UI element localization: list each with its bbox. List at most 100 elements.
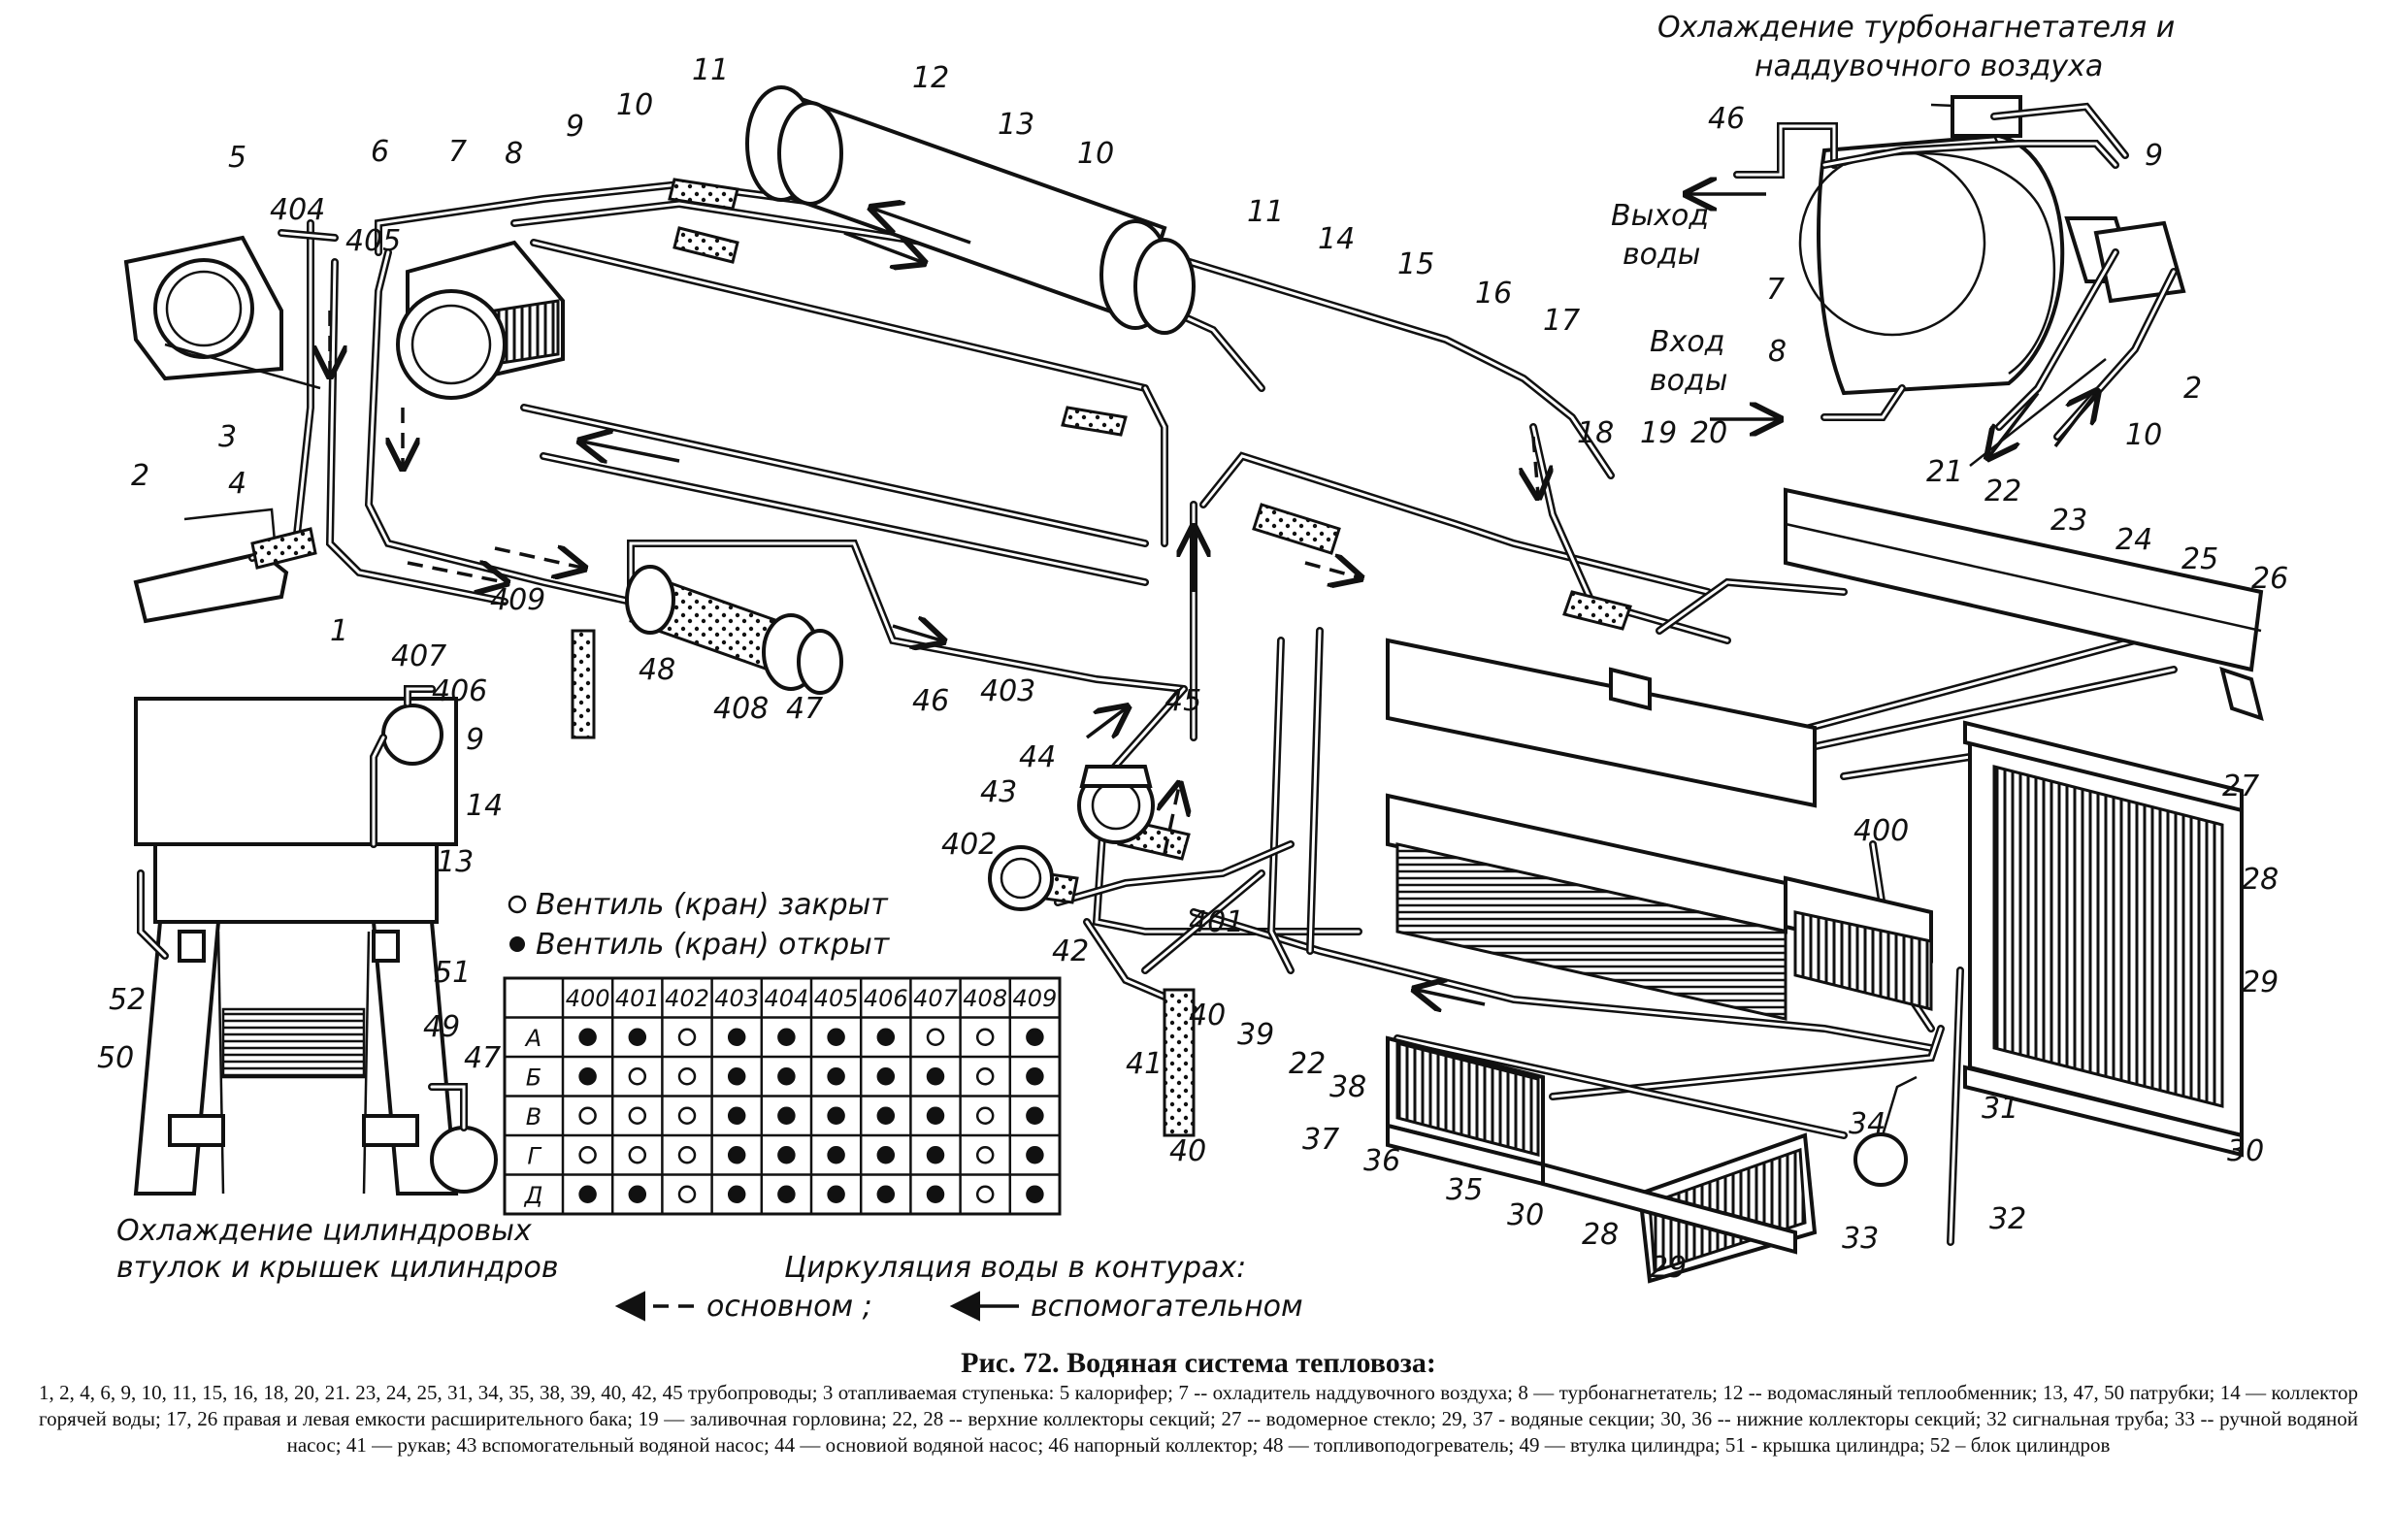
callout-22a: 22 [1984, 475, 2021, 508]
valve-open-icon [1026, 1146, 1044, 1164]
valve-open-icon [876, 1067, 896, 1086]
valve-col-header: 409 [1012, 985, 1057, 1012]
valve-open-icon [628, 1185, 647, 1203]
valve-closed-icon [578, 1146, 597, 1164]
gauge-glass-27 [2219, 666, 2264, 722]
fuel-heater-48 [625, 565, 843, 695]
valve-open-icon [876, 1185, 896, 1203]
caption-body: 1, 2, 4, 6, 9, 10, 11, 15, 16, 18, 20, 2… [39, 1381, 2358, 1457]
valve-open-icon [777, 1185, 796, 1203]
callout-401: 42 [1052, 934, 1089, 968]
valve-open-icon [628, 1028, 647, 1046]
valve-open-icon [727, 1106, 746, 1125]
valve-open-icon [876, 1146, 896, 1164]
valve-open-icon [578, 1185, 597, 1203]
callout-38: 38 [1329, 1070, 1366, 1104]
valve-closed-icon [677, 1028, 697, 1046]
valve-open-icon [926, 1106, 945, 1125]
hose-41 [1163, 988, 1196, 1137]
valve-open-icon [926, 1146, 945, 1164]
valve-col-header: 401 [615, 985, 660, 1012]
callout-36: 36 [1363, 1144, 1400, 1178]
callout-labels: 5 6 404 405 7 8 9 10 11 12 13 10 11 14 1… [97, 53, 2288, 1285]
valve-closed-icon [975, 1106, 995, 1125]
callout-11b: 11 [1247, 195, 1284, 229]
open-valve-icon [509, 936, 525, 952]
callout-7: 7 [448, 135, 467, 169]
valve-open-icon [1026, 1185, 1044, 1203]
engine-units [250, 85, 1918, 1187]
callout-27: 27 [2222, 770, 2259, 803]
cylinder-head-51 [153, 842, 439, 924]
valve-col-header: 403 [714, 985, 759, 1012]
heater-and-step [123, 235, 289, 624]
valve-col-header: 405 [814, 985, 859, 1012]
valve-row-label: Д [524, 1182, 543, 1209]
callout-9-inset: 406 [432, 674, 487, 708]
flow-arrows [330, 311, 1538, 1004]
callout-33: 33 [1842, 1222, 1879, 1256]
callout-8: 8 [505, 137, 523, 171]
callout-10a: 10 [616, 88, 653, 122]
upper-collector-28 [1963, 720, 2244, 813]
callout-9-turbo: 46 [1708, 102, 1745, 136]
callout-15: 15 [1397, 247, 1434, 281]
water-section-29 [1992, 765, 2224, 1108]
callout-5: 5 [228, 141, 246, 175]
valve-open-icon [777, 1028, 796, 1046]
valve-closed-icon [975, 1067, 995, 1086]
valve-closed-icon [677, 1106, 697, 1125]
cylinder-cooling-inset: Охлаждение цилиндровых втулок и крышек ц… [116, 685, 559, 1285]
heading-water-in-1: Вход [1650, 325, 1724, 359]
callout-9: 9 [566, 110, 584, 144]
cylinder-liner-49 [221, 1007, 366, 1079]
lower-collector-30 [1963, 1065, 2244, 1158]
callout-11-turbo: 10 [2125, 418, 2162, 452]
valve-col-header: 406 [864, 985, 908, 1012]
callout-37: 37 [1302, 1123, 1339, 1157]
callout-39: 39 [1237, 1018, 1274, 1052]
turbo-cooling-inset: Охлаждение турбонагнетателя и наддувочно… [1611, 11, 2186, 467]
valve-open-icon [827, 1067, 845, 1086]
callout-40a: 40 [1189, 999, 1226, 1032]
callout-10b: 10 [1077, 137, 1114, 171]
heading-water-out-1: Выход [1611, 199, 1709, 233]
valve-row-label: В [526, 1103, 541, 1130]
callout-409: 48 [639, 653, 675, 687]
filler-neck-19 [1609, 667, 1652, 711]
heat-exchanger-12 [745, 85, 1196, 335]
valve-open-icon [727, 1146, 746, 1164]
callout-8-turbo: 7 [1766, 273, 1785, 307]
callout-1: 407 [391, 639, 446, 673]
callout-14-inset: 9 [466, 723, 484, 757]
heater-fan-icon [153, 258, 254, 359]
valve-closed-icon [677, 1185, 697, 1203]
callout-13-inset: 14 [466, 789, 503, 823]
expansion-tank-left-26 [1784, 487, 2264, 672]
valve-row-label: Б [526, 1064, 541, 1091]
heated-step-3 [133, 550, 289, 624]
legend-aux-circuit: вспомогательном [1031, 1290, 1303, 1324]
figure-caption: Рис. 72. Водяная система тепловоза: 1, 2… [39, 1347, 2358, 1458]
valve-open-icon [1026, 1028, 1044, 1046]
callout-10-turbo: 2 [2183, 372, 2202, 406]
callout-4: 3 [218, 420, 237, 454]
valve-closed-icon [628, 1146, 647, 1164]
hot-water-collector-14 [381, 704, 443, 766]
valve-open-icon [926, 1185, 945, 1203]
callout-49: 50 [97, 1041, 134, 1075]
valve-open-icon [827, 1106, 845, 1125]
callout-35: 35 [1446, 1173, 1483, 1207]
callout-7-turbo: 9 [2145, 139, 2163, 173]
callout-402: 400 [1853, 814, 1909, 848]
callout-404: 404 [270, 193, 325, 227]
turbocharger-inset [1817, 133, 2065, 396]
callout-407: 409 [490, 583, 545, 617]
callout-45: 44 [1019, 740, 1056, 774]
callout-47: 46 [912, 684, 949, 718]
callout-406: 4 [228, 467, 246, 501]
callout-400: 401 [1189, 905, 1244, 939]
valve-open-icon [727, 1028, 746, 1046]
callout-19: 19 [1640, 416, 1677, 450]
callout-46: 403 [980, 674, 1035, 708]
